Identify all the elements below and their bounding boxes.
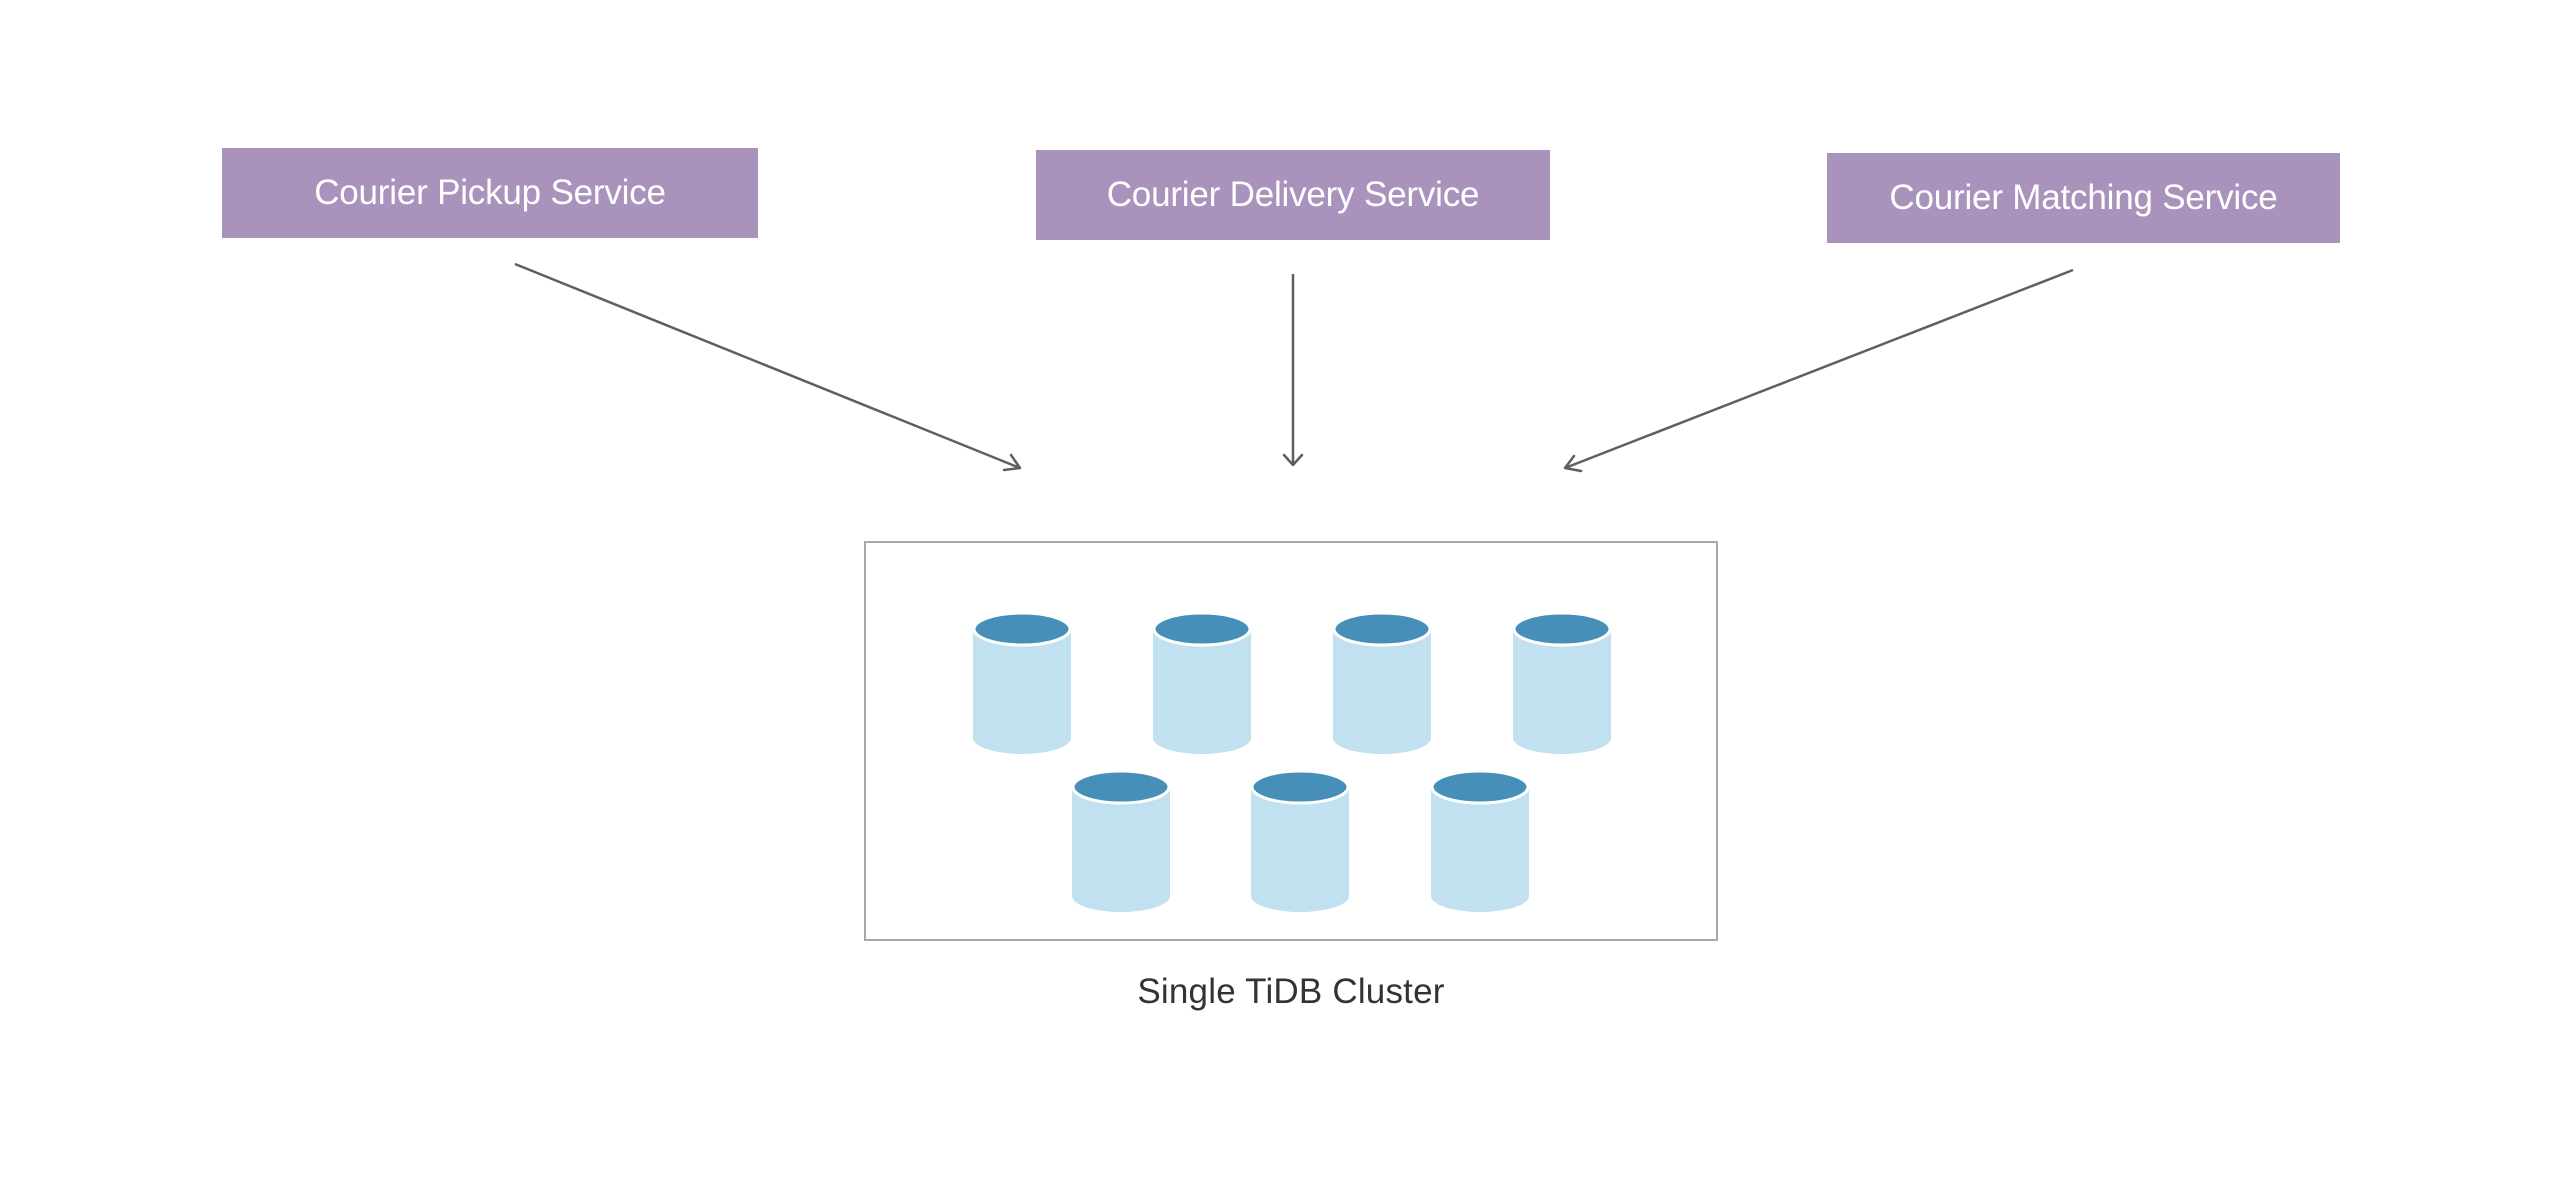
database-cylinder-body bbox=[1431, 787, 1529, 912]
service-label: Courier Pickup Service bbox=[314, 173, 666, 212]
database-cylinder-icon bbox=[1152, 611, 1252, 754]
database-cylinder-icon bbox=[1332, 611, 1432, 754]
arrow-down-icon bbox=[1282, 274, 1304, 467]
database-cylinder-body bbox=[1251, 787, 1349, 912]
database-cylinder-cap bbox=[972, 611, 1072, 647]
database-cylinder-icon bbox=[1512, 611, 1612, 754]
database-cylinder-cap bbox=[1430, 769, 1530, 805]
database-cylinder-body bbox=[1513, 629, 1611, 754]
database-cylinder-icon bbox=[1071, 769, 1171, 912]
database-cylinder-body bbox=[1153, 629, 1251, 754]
service-label: Courier Delivery Service bbox=[1106, 175, 1480, 214]
arrow-down-left-icon bbox=[1563, 268, 2074, 473]
database-cylinder-body bbox=[973, 629, 1071, 754]
service-box-courier-delivery: Courier Delivery Service bbox=[1036, 150, 1550, 240]
service-box-courier-matching: Courier Matching Service bbox=[1827, 153, 2340, 243]
database-cylinder-cap bbox=[1250, 769, 1350, 805]
service-label: Courier Matching Service bbox=[1889, 178, 2278, 217]
database-cylinder-icon bbox=[972, 611, 1072, 754]
database-cylinder-cap bbox=[1332, 611, 1432, 647]
database-cylinder-cap bbox=[1071, 769, 1171, 805]
database-cylinder-cap bbox=[1152, 611, 1252, 647]
arrow-down-right-icon bbox=[514, 262, 1022, 472]
database-cylinder-icon bbox=[1250, 769, 1350, 912]
service-box-courier-pickup: Courier Pickup Service bbox=[222, 148, 758, 238]
database-cylinder-body bbox=[1333, 629, 1431, 754]
database-cylinder-body bbox=[1072, 787, 1170, 912]
database-nodes bbox=[972, 611, 1612, 912]
database-cylinder-icon bbox=[1430, 769, 1530, 912]
cluster-frame bbox=[864, 541, 1718, 941]
cluster-caption: Single TiDB Cluster bbox=[1137, 972, 1445, 1011]
database-cylinder-cap bbox=[1512, 611, 1612, 647]
